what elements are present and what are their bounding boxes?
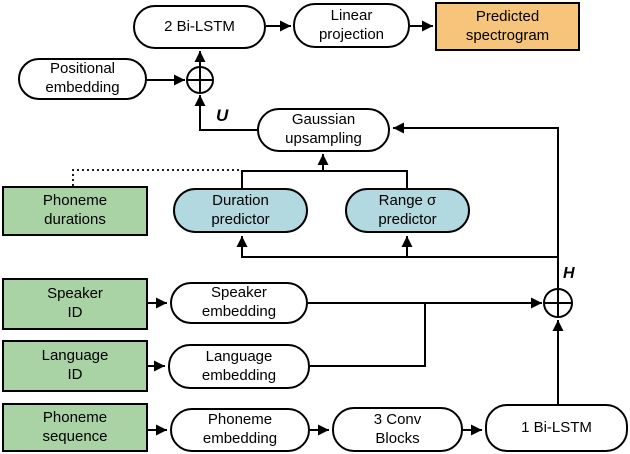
node-gaussian-upsampling: Gaussian upsampling bbox=[257, 108, 390, 152]
node-phoneme-sequence: Phoneme sequence bbox=[2, 403, 148, 452]
label-u: U bbox=[216, 106, 229, 125]
node-language-embedding: Language embedding bbox=[168, 344, 310, 389]
node-range-predictor: Range σ predictor bbox=[345, 188, 470, 233]
node-3-conv-blocks: 3 Conv Blocks bbox=[332, 407, 463, 452]
arrow-hidden-to-upsampling bbox=[393, 122, 559, 289]
node-language-id: Language ID bbox=[2, 340, 148, 392]
arrow-upsampling-to-sum-u bbox=[194, 95, 257, 131]
node-linear-projection: Linear projection bbox=[293, 3, 410, 48]
line-hidden-to-predictors bbox=[236, 236, 558, 258]
node-positional-embedding: Positional embedding bbox=[18, 58, 147, 100]
dotted-durations-to-predictor bbox=[72, 169, 242, 186]
label-h: H bbox=[563, 265, 575, 282]
bracket-predictor-outputs bbox=[241, 170, 408, 188]
node-speaker-id: Speaker ID bbox=[2, 278, 148, 330]
node-2-bi-lstm: 2 Bi-LSTM bbox=[133, 5, 266, 49]
node-phoneme-durations: Phoneme durations bbox=[2, 186, 148, 236]
node-1-bi-lstm: 1 Bi-LSTM bbox=[485, 404, 628, 452]
line-languageemb-join bbox=[310, 303, 426, 367]
node-phoneme-embedding: Phoneme embedding bbox=[170, 408, 310, 452]
node-predicted-spectrogram: Predicted spectrogram bbox=[435, 2, 580, 51]
sum-node-u bbox=[186, 66, 214, 94]
node-speaker-embedding: Speaker embedding bbox=[170, 282, 308, 324]
sum-node-h bbox=[543, 288, 573, 318]
node-duration-predictor: Duration predictor bbox=[173, 188, 308, 233]
